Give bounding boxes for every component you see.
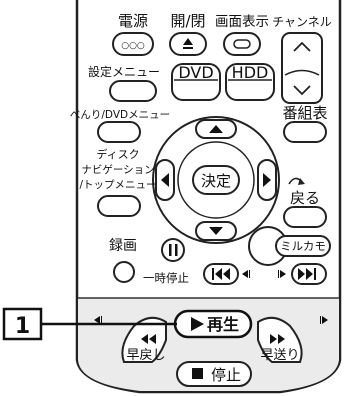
- skip-back-icon: [212, 268, 230, 280]
- bempri-menu-label: べんり/DVDメニュー: [70, 109, 170, 121]
- channel-up-icon: [293, 41, 311, 52]
- dpad-inner-ring: [177, 141, 255, 219]
- power-label: 電源: [118, 12, 148, 30]
- power-button-dots: ○○○: [121, 41, 145, 51]
- callout-box: [2, 307, 43, 341]
- channel-rocker-divider: [284, 69, 320, 76]
- enter-label: 決定: [201, 172, 231, 190]
- display-button-inner-icon: [233, 39, 251, 49]
- open-close-label: 開/閉: [170, 12, 205, 30]
- pause-label: 一時停止: [143, 271, 189, 285]
- skip-forward-icon: [298, 268, 316, 280]
- rewind-label: 早戻し: [126, 348, 165, 363]
- display-label: 画面表示: [215, 14, 269, 30]
- power-button[interactable]: [112, 32, 154, 56]
- record-button[interactable]: [113, 261, 135, 283]
- channel-down-icon: [293, 85, 311, 96]
- play-label: 再生: [207, 315, 239, 334]
- disc-nav-label-line3: /トップメニュー: [79, 179, 156, 191]
- slow-back-icon: [242, 270, 250, 278]
- rewind-icon: [141, 334, 156, 344]
- right-arrow-icon: [263, 173, 271, 187]
- channel-rocker[interactable]: [281, 32, 323, 104]
- play-icon: [191, 317, 204, 331]
- hdd-label: HDD: [232, 63, 269, 82]
- pause-icon-bar-right: [175, 244, 178, 256]
- disc-nav-label-line1: ディスク: [96, 147, 139, 161]
- forward-icon: [270, 334, 285, 344]
- callout-number: 1: [15, 314, 30, 339]
- left-arrow-icon: [161, 173, 169, 187]
- dvd-button[interactable]: [171, 63, 221, 101]
- channel-label: チャンネル: [272, 15, 332, 29]
- small-rewind-marker-icon: [94, 316, 102, 324]
- record-label: 録画: [109, 238, 137, 254]
- down-arrow-icon: [209, 227, 223, 235]
- mirukamo-button[interactable]: [275, 235, 331, 257]
- mirukamo-label: ミルカモ: [280, 239, 326, 253]
- slow-forward-icon: [278, 270, 286, 278]
- settings-menu-label: 設定メニュー: [88, 64, 160, 79]
- dvd-label: DVD: [178, 63, 213, 82]
- program-guide-label: 番組表: [282, 104, 327, 122]
- enter-button[interactable]: [192, 165, 240, 195]
- small-forward-marker-icon: [320, 316, 328, 324]
- bempri-menu-button[interactable]: [97, 121, 141, 143]
- disc-nav-button[interactable]: [97, 195, 141, 217]
- eject-icon: [183, 38, 193, 49]
- back-button[interactable]: [283, 206, 327, 228]
- return-arrow-head: [298, 178, 305, 185]
- pause-icon-bar-left: [169, 244, 172, 256]
- stop-icon: [192, 368, 203, 379]
- forward-label: 早送り: [260, 348, 299, 363]
- stop-label: 停止: [211, 366, 241, 384]
- program-guide-button[interactable]: [283, 121, 327, 143]
- pause-button[interactable]: [161, 238, 185, 262]
- back-label: 戻る: [290, 189, 320, 207]
- disc-nav-label-line2: ナビゲーション: [81, 164, 154, 176]
- settings-menu-button[interactable]: [109, 80, 157, 102]
- display-button[interactable]: [223, 32, 261, 56]
- up-arrow-icon: [209, 125, 223, 133]
- hdd-button[interactable]: [225, 63, 275, 101]
